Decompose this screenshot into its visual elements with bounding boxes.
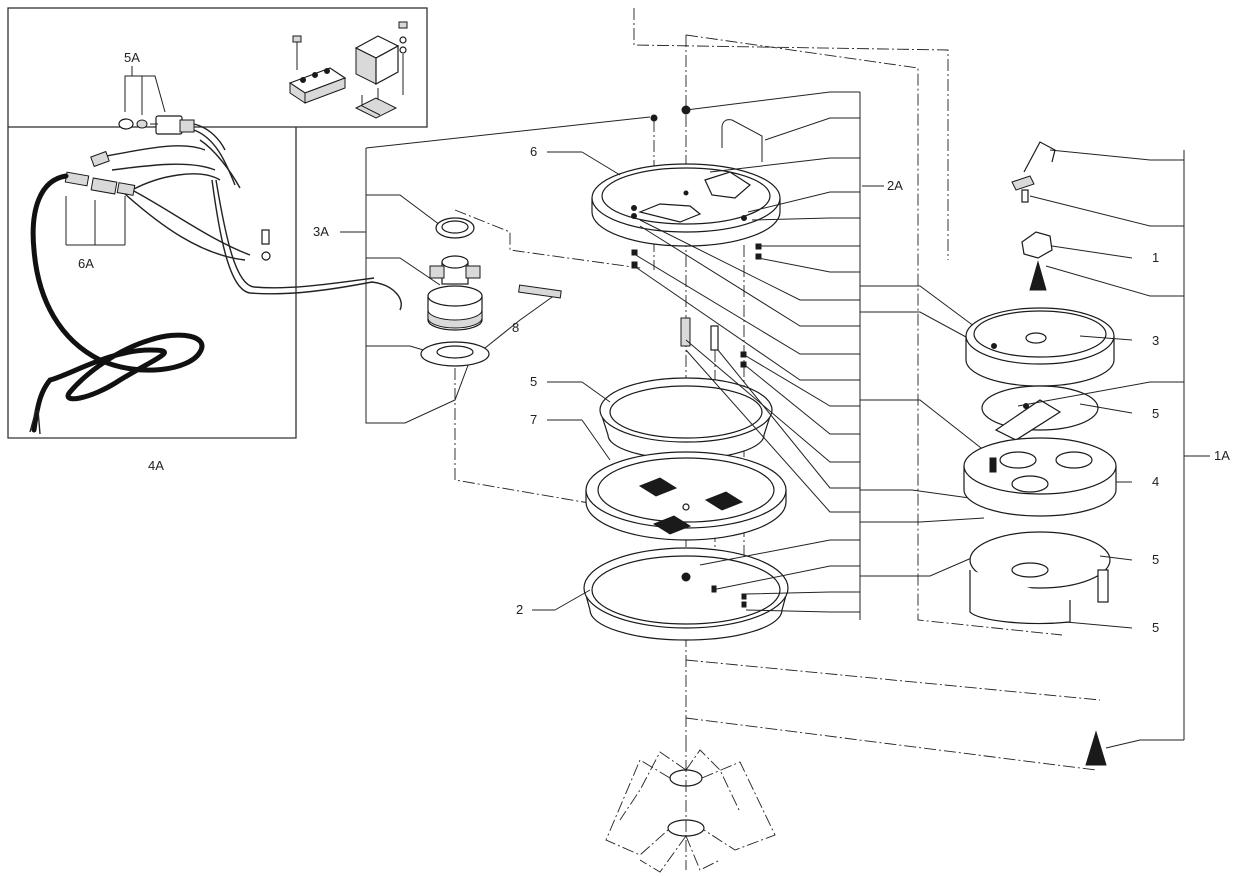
callout-1: 1 (1152, 250, 1159, 265)
callout-5a: 5A (124, 50, 140, 65)
right-assembly-1a (963, 141, 1117, 766)
callout-4a: 4A (148, 458, 164, 473)
toggle-switch-5a (118, 115, 195, 135)
inset-4a-electrical-kit (7, 7, 428, 439)
callout-5-base: 5 (1152, 552, 1159, 567)
wire-stand (605, 740, 776, 873)
motor-assembly-3a (420, 217, 490, 367)
callout-6a: 6A (78, 256, 94, 271)
callout-8: 8 (512, 320, 519, 335)
handle-bar (721, 119, 763, 162)
callout-2a: 2A (887, 178, 903, 193)
callout-6: 6 (530, 144, 537, 159)
callout-5-skirt: 5 (1152, 620, 1159, 635)
power-cord (30, 173, 205, 433)
rim-2 (583, 547, 789, 641)
lid-6 (591, 163, 781, 247)
terminal-block (288, 35, 347, 104)
relay-box (354, 21, 408, 119)
ring-5 (599, 377, 773, 460)
callout-5-plate: 5 (1152, 406, 1159, 421)
callout-7: 7 (530, 412, 537, 427)
callout-3a: 3A (313, 224, 329, 239)
pin-8 (518, 284, 562, 299)
callout-3: 3 (1152, 333, 1159, 348)
cable-connectors (64, 150, 136, 196)
filter-plate-7 (585, 451, 787, 541)
callout-1a: 1A (1214, 448, 1230, 463)
callout-2: 2 (516, 602, 523, 617)
callout-5-ring: 5 (530, 374, 537, 389)
callout-4: 4 (1152, 474, 1159, 489)
